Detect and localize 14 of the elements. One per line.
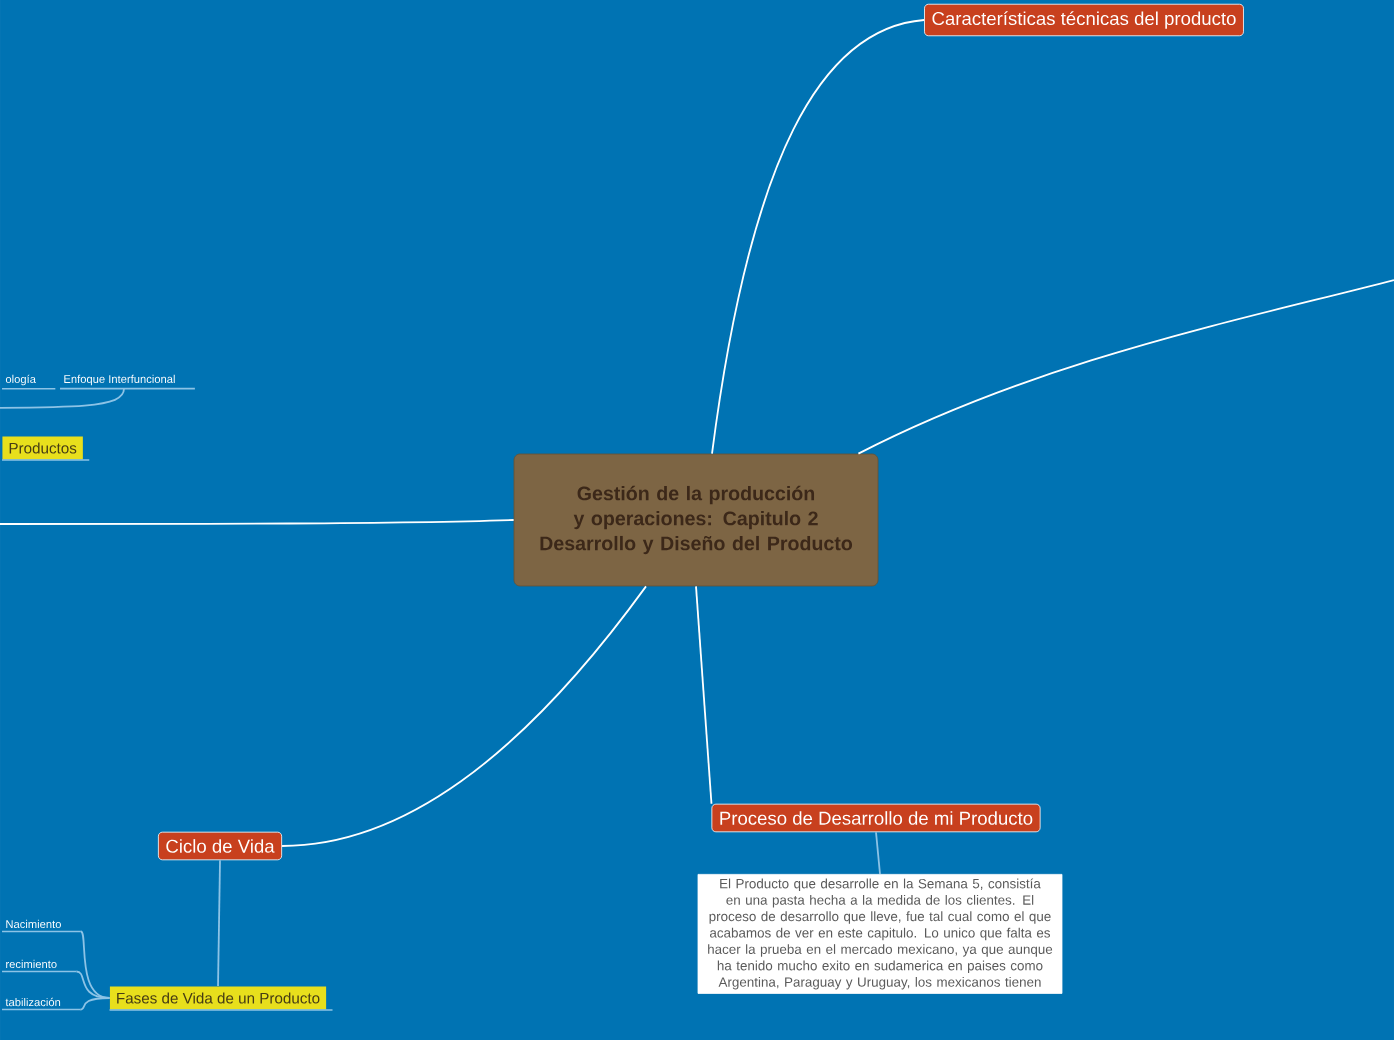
connector-line — [281, 585, 647, 847]
connector-line — [711, 19, 925, 455]
connector-line — [217, 859, 221, 987]
connector-line — [0, 519, 515, 525]
central-topic-box: Gestión de la producción y operaciones: Capitulo 2 Desarrollo y Diseño del Producto — [513, 453, 879, 587]
connector-line — [0, 387, 125, 409]
topic-box: Proceso de Desarrollo de mi Producto — [711, 803, 1041, 833]
connector-line — [79, 930, 111, 999]
topic-box: Ciclo de Vida — [158, 831, 283, 861]
topic-box: Características técnicas del producto — [924, 3, 1244, 37]
connector-line — [79, 997, 111, 1011]
connector-line — [875, 831, 881, 875]
connector-line — [857, 279, 1394, 455]
connector-line — [695, 585, 713, 805]
